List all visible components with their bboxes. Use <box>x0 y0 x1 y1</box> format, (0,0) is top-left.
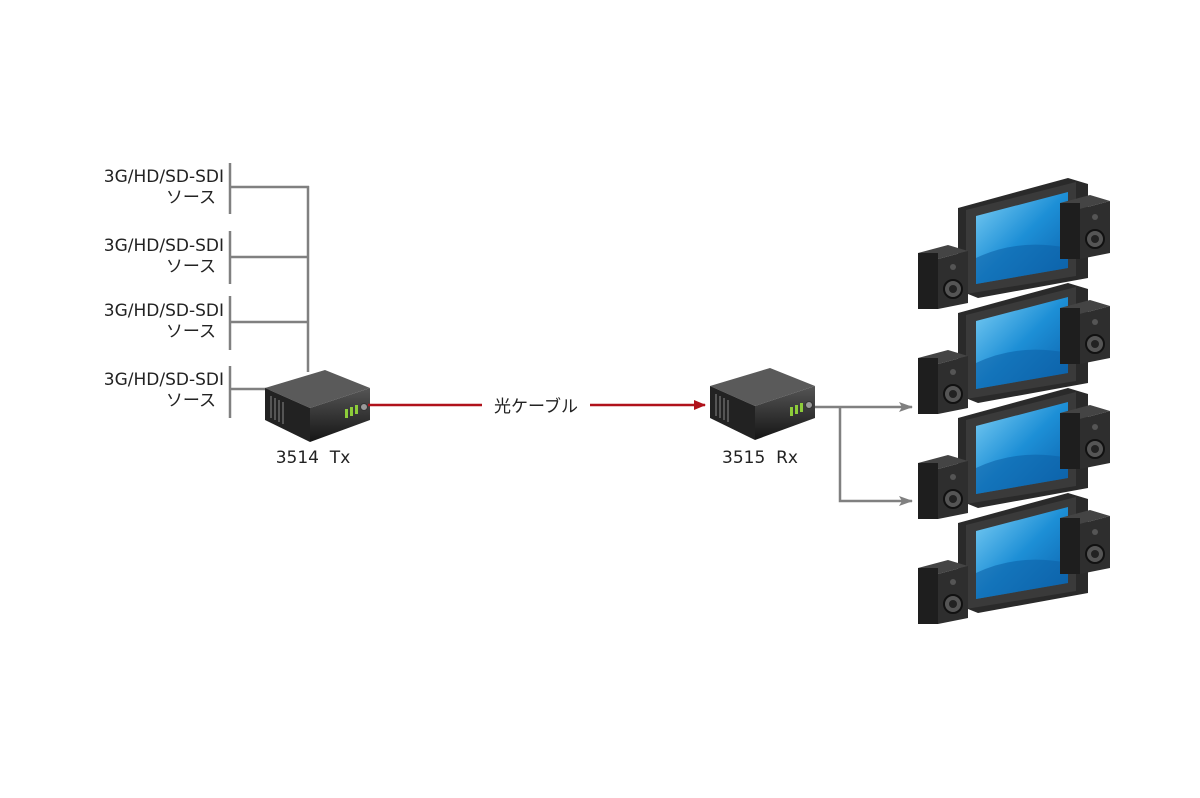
source-label: ソース <box>166 391 216 411</box>
receiver-label: 3515 Rx <box>722 448 798 468</box>
transmitter-label: 3514 Tx <box>276 448 351 468</box>
source-label: 3G/HD/SD-SDI <box>104 236 224 256</box>
display-stack <box>917 178 1111 625</box>
source-label: ソース <box>166 188 216 208</box>
source-label: 3G/HD/SD-SDI <box>104 301 224 321</box>
source-labels: 3G/HD/SD-SDI ソース 3G/HD/SD-SDI ソース 3G/HD/… <box>104 167 224 411</box>
source-label: ソース <box>166 322 216 342</box>
output-lines <box>815 402 913 506</box>
source-inputs <box>228 163 310 418</box>
fiber-cable-label: 光ケーブル <box>494 396 578 417</box>
source-label: 3G/HD/SD-SDI <box>104 370 224 390</box>
source-label: 3G/HD/SD-SDI <box>104 167 224 187</box>
receiver-device-icon <box>709 367 816 441</box>
transmitter-device-icon <box>264 369 371 443</box>
source-label: ソース <box>166 257 216 277</box>
